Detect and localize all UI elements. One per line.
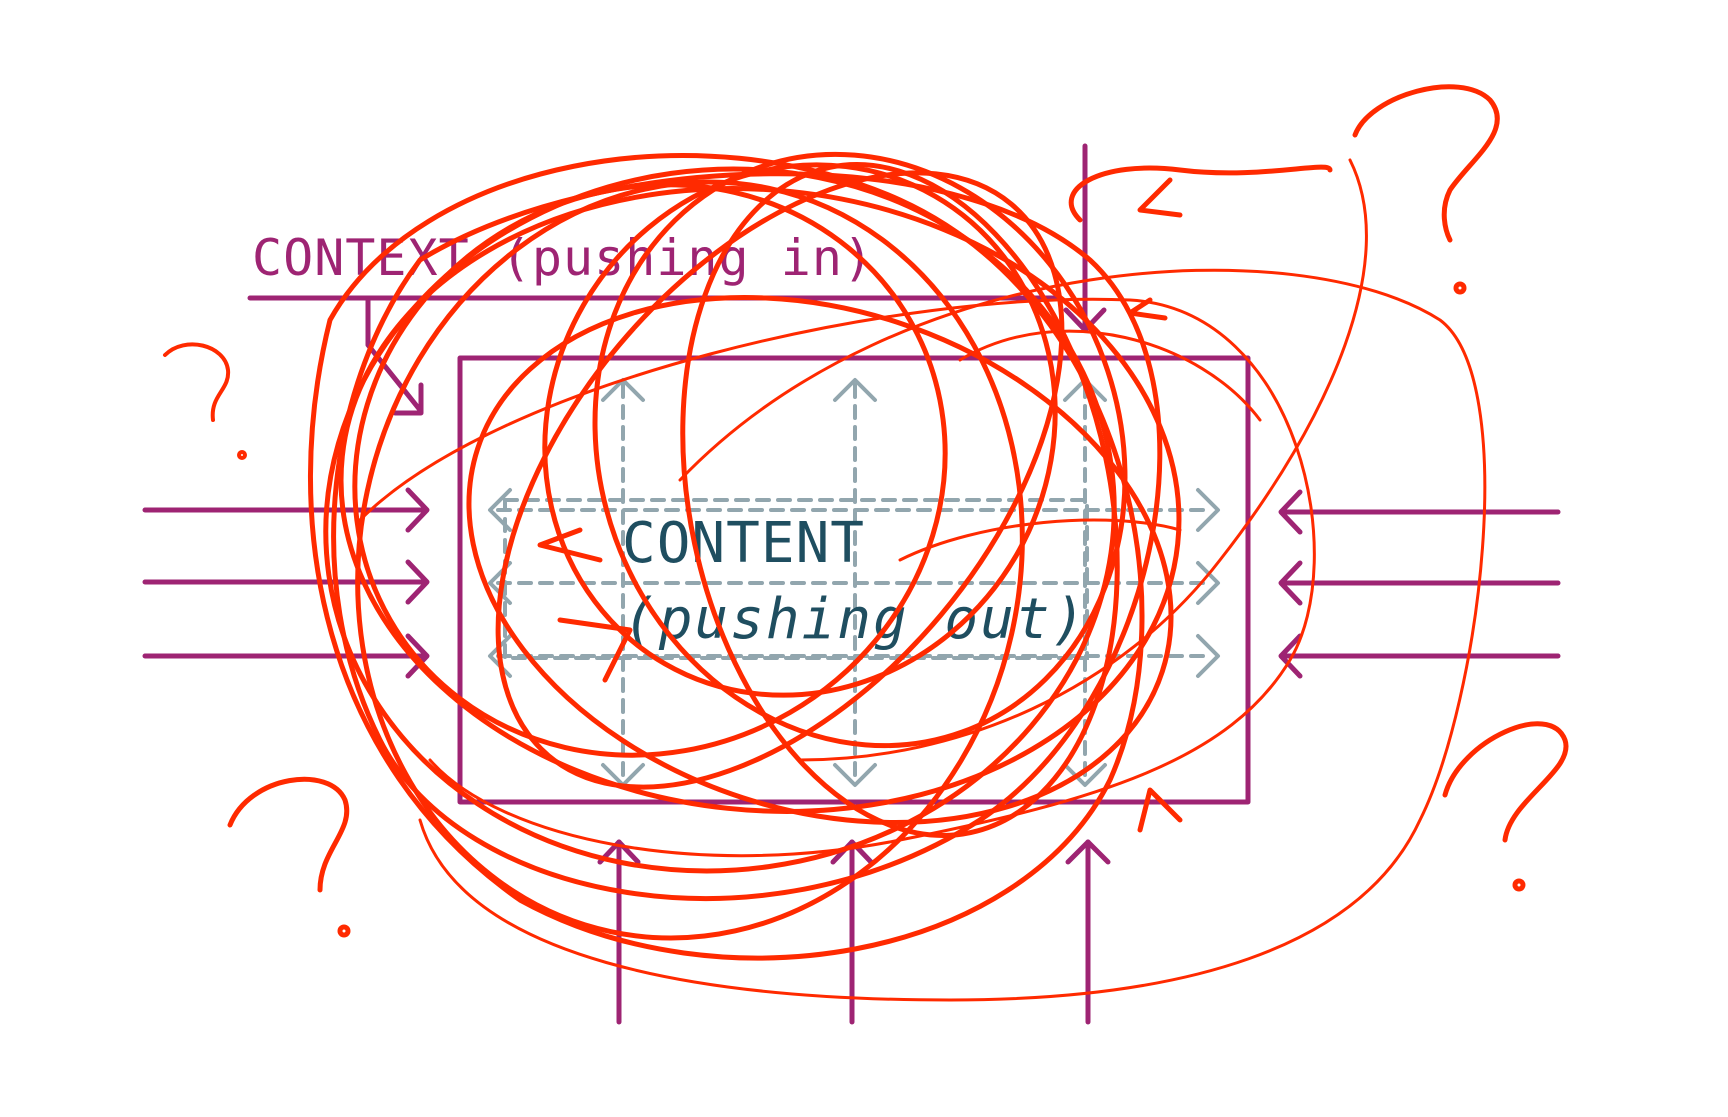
- content-box: [457, 355, 1251, 805]
- question-mark-icon: [163, 342, 247, 460]
- context-arrowhead-bottom-2: [830, 839, 874, 865]
- context-arrowhead-left-2: [405, 559, 430, 605]
- context-arrowhead-right-3: [1278, 633, 1303, 679]
- content-label: CONTENT: [622, 511, 865, 576]
- context-label: CONTEXT (pushing in): [252, 229, 874, 287]
- context-arrowhead-right-1: [1278, 489, 1303, 535]
- context-arrowhead-bottom-3: [1065, 839, 1111, 865]
- context-arrowhead-right-2: [1278, 560, 1303, 606]
- context-arrowhead-bottom-1: [597, 839, 641, 865]
- context-arrowhead-left-3: [405, 633, 430, 679]
- context-arrowhead-left-1: [405, 487, 430, 533]
- red-scribble: [163, 84, 1569, 1002]
- context-arrowhead-top: [1063, 307, 1107, 333]
- context-elbow-arrowhead: [392, 382, 424, 416]
- question-mark-icon: [1442, 721, 1569, 892]
- question-mark-icon: [1352, 84, 1500, 295]
- question-mark-icon: [227, 776, 351, 938]
- context-group: [142, 143, 1561, 1025]
